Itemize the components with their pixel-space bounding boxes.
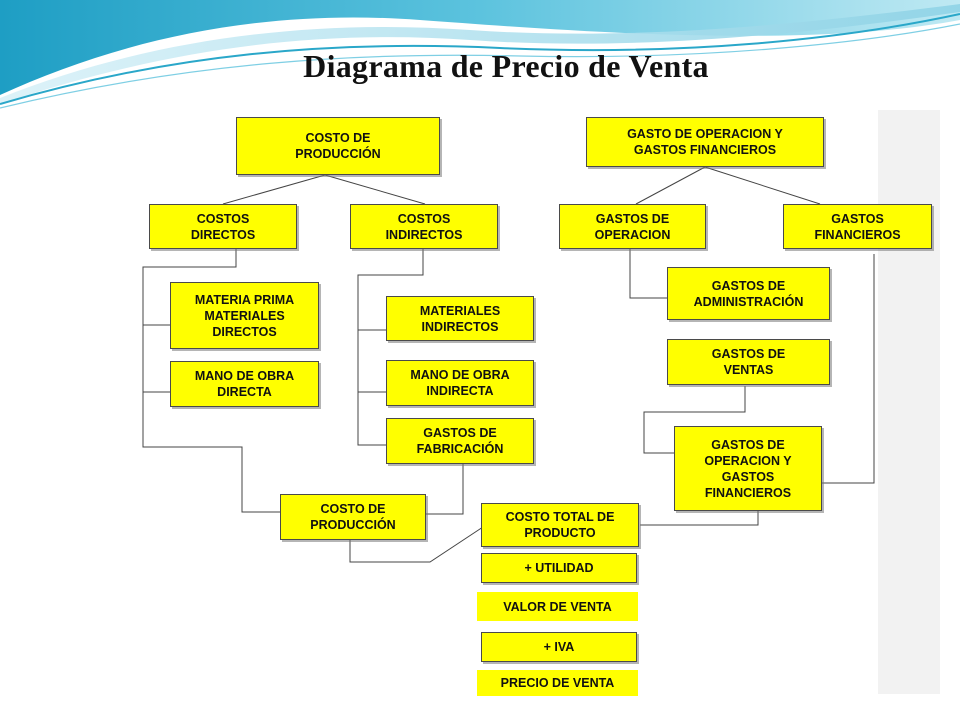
costo-total-producto-box: COSTO TOTAL DE PRODUCTO [481, 503, 639, 547]
gastos-operacion-box: GASTOS DE OPERACION [559, 204, 706, 249]
materia-prima-box: MATERIA PRIMA MATERIALES DIRECTOS [170, 282, 319, 349]
gastos-ventas-box: GASTOS DE VENTAS [667, 339, 830, 385]
gastos-fabricacion-box: GASTOS DE FABRICACIÓN [386, 418, 534, 464]
iva-box: + IVA [481, 632, 637, 662]
materiales-indirectos-box: MATERIALES INDIRECTOS [386, 296, 534, 341]
costo-produccion-bottom-box: COSTO DE PRODUCCIÓN [280, 494, 426, 540]
mano-obra-indirecta-box: MANO DE OBRA INDIRECTA [386, 360, 534, 406]
connector-line [222, 174, 426, 205]
costos-indirectos-box: COSTOS INDIRECTOS [350, 204, 498, 249]
connector-line [635, 166, 821, 205]
connector-line [640, 511, 759, 526]
gastos-operacion-financieros-bottom-box: GASTOS DE OPERACION Y GASTOS FINANCIEROS [674, 426, 822, 511]
costo-produccion-top-box: COSTO DE PRODUCCIÓN [236, 117, 440, 175]
connector-line [357, 249, 424, 446]
connector-line [349, 464, 487, 563]
connector-line [643, 386, 746, 454]
utilidad-box: + UTILIDAD [481, 553, 637, 583]
gastos-financieros-box: GASTOS FINANCIEROS [783, 204, 932, 249]
header-wave-decoration [0, 0, 960, 109]
connector-line [142, 249, 280, 513]
gastos-administracion-box: GASTOS DE ADMINISTRACIÓN [667, 267, 830, 320]
connector-line [822, 254, 875, 484]
valor-venta-box: VALOR DE VENTA [477, 592, 638, 621]
precio-venta-box: PRECIO DE VENTA [477, 670, 638, 696]
page-title: Diagrama de Precio de Venta [303, 48, 709, 84]
mano-obra-directa-box: MANO DE OBRA DIRECTA [170, 361, 319, 407]
costos-directos-box: COSTOS DIRECTOS [149, 204, 297, 249]
connector-line [629, 249, 667, 299]
gasto-operacion-financieros-top-box: GASTO DE OPERACION Y GASTOS FINANCIEROS [586, 117, 824, 167]
